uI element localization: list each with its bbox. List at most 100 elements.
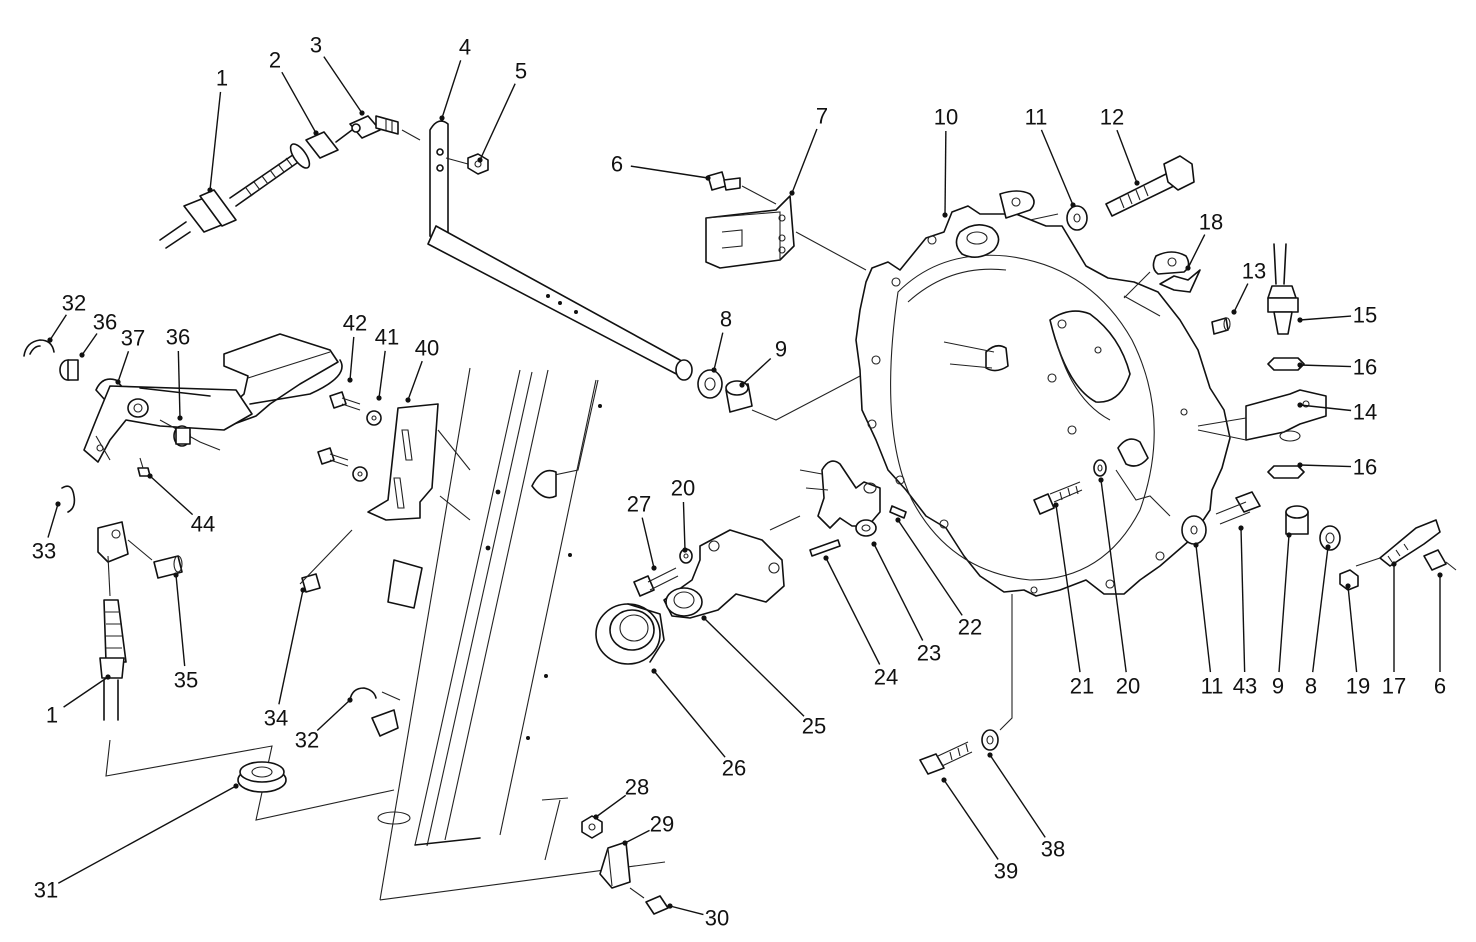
callout-c21: 21	[1053, 502, 1094, 699]
callout-leader-dot	[871, 541, 877, 547]
callout-number: 11	[1025, 105, 1048, 130]
callout-leader-dot	[593, 814, 599, 820]
callout-c17: 17	[1382, 561, 1406, 699]
callout-number: 28	[625, 775, 649, 800]
callout-leader-dot	[1193, 542, 1199, 548]
callout-number: 20	[1116, 674, 1140, 699]
callout-leader-dot	[1070, 202, 1076, 208]
callout-leader-line	[595, 794, 627, 818]
callout-number: 6	[1434, 674, 1446, 699]
tab-18	[1123, 251, 1190, 299]
callout-leader-dot	[1297, 317, 1303, 323]
callout-c16b: 16	[1297, 455, 1377, 480]
callout-leader-line	[1187, 234, 1206, 269]
callout-c36a: 36	[79, 310, 117, 358]
clevis-pin-35	[127, 539, 183, 579]
release-bearing-carrier-25	[663, 515, 801, 619]
washer-8-right	[1319, 525, 1341, 551]
callout-number: 11	[1201, 674, 1224, 699]
callout-leader-line	[209, 91, 222, 191]
callout-number: 36	[166, 325, 190, 350]
callout-c3: 3	[310, 33, 365, 116]
callout-c20b: 20	[1098, 477, 1140, 699]
callout-leader-line	[825, 557, 881, 665]
callout-leader-line	[1240, 527, 1246, 673]
callout-leader-line	[1055, 504, 1081, 673]
callout-leader-dot	[739, 382, 745, 388]
callout-leader-line	[1116, 129, 1138, 184]
callout-number: 10	[934, 105, 958, 130]
bolt-6-top	[707, 171, 777, 205]
callout-c25: 25	[701, 615, 826, 739]
pin-34	[299, 529, 353, 593]
callout-leader-dot	[711, 367, 717, 373]
nut-5	[445, 153, 489, 175]
stud-17	[1355, 519, 1441, 567]
callout-leader-dot	[177, 415, 183, 421]
callout-leader-dot	[300, 587, 306, 593]
callout-c18: 18	[1185, 210, 1223, 271]
callout-c9a: 9	[739, 337, 787, 388]
callout-number: 5	[515, 59, 527, 84]
callout-number: 32	[295, 728, 319, 753]
callout-number: 14	[1353, 400, 1377, 425]
bushing-36-right	[173, 425, 191, 447]
callout-leader-line	[49, 314, 67, 341]
callout-number: 35	[174, 668, 198, 693]
callout-number: 16	[1353, 455, 1377, 480]
callout-leader-line	[1195, 544, 1212, 673]
callout-leader-line	[1299, 364, 1352, 368]
pin-22	[889, 505, 907, 519]
callout-number: 30	[705, 906, 729, 931]
callout-leader-line	[791, 128, 818, 194]
callout-c24: 24	[823, 555, 898, 690]
callout-c32b: 32	[295, 697, 353, 753]
callout-leader-dot	[823, 555, 829, 561]
callout-number: 6	[611, 152, 623, 177]
callout-leader-dot	[1297, 462, 1303, 468]
pin-24	[809, 539, 841, 557]
callout-leader-dot	[439, 115, 445, 121]
callout-leader-line	[278, 589, 304, 705]
callout-leader-line	[63, 676, 109, 708]
callout-leader-dot	[477, 157, 483, 163]
callout-c8a: 8	[711, 307, 732, 373]
cable-end-lower	[61, 485, 395, 821]
callout-leader-line	[441, 60, 462, 119]
callout-number: 1	[46, 703, 58, 728]
clutch-release-shaft	[427, 120, 693, 381]
callout-number: 34	[264, 706, 288, 731]
callout-number: 18	[1199, 210, 1223, 235]
callout-number: 44	[191, 512, 215, 537]
callout-c43: 43	[1233, 525, 1257, 699]
callout-leader-dot	[941, 777, 947, 783]
callout-c9b: 9	[1272, 532, 1292, 699]
callout-c11a: 11	[1025, 105, 1076, 208]
bolt-12	[1029, 155, 1195, 221]
callout-c6b: 6	[1434, 572, 1446, 699]
callout-c5: 5	[477, 59, 527, 163]
callout-number: 20	[671, 476, 695, 501]
callout-leader-dot	[173, 572, 179, 578]
callout-leader-dot	[1053, 502, 1059, 508]
callout-leader-dot	[987, 752, 993, 758]
callout-number: 24	[874, 665, 898, 690]
callout-leader-dot	[701, 615, 707, 621]
callout-leader-line	[175, 574, 186, 667]
nut-28	[581, 815, 603, 839]
clutch-pedal-assembly	[83, 333, 343, 463]
callout-leader-dot	[651, 668, 657, 674]
callout-number: 27	[627, 492, 651, 517]
callout-leader-dot	[1134, 180, 1140, 186]
callout-leader-line	[669, 905, 704, 916]
callout-c7: 7	[789, 104, 828, 196]
callout-c1a: 1	[207, 66, 228, 193]
callout-number: 15	[1353, 303, 1377, 328]
callout-number: 33	[32, 539, 56, 564]
callout-leader-dot	[47, 337, 53, 343]
callout-c29: 29	[622, 812, 674, 846]
e-clip-32-top	[23, 339, 55, 357]
callout-c6a: 6	[611, 152, 711, 181]
